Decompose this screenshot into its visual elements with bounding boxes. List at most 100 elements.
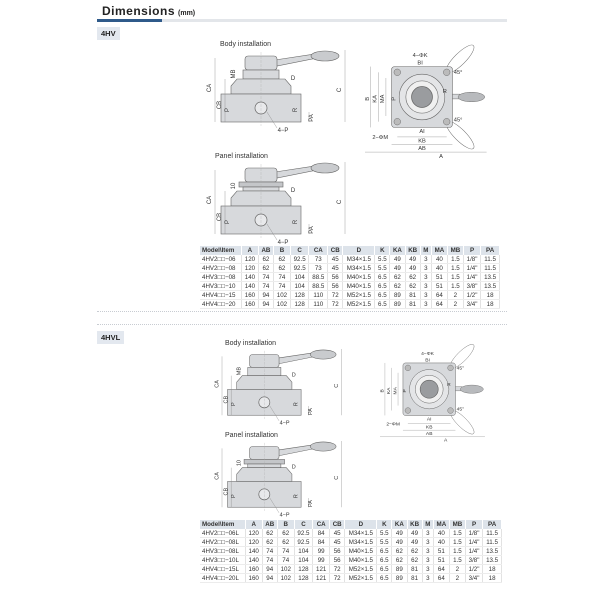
column-header: A (241, 246, 259, 255)
value-cell: 49 (405, 255, 421, 264)
label-r: R (443, 89, 447, 95)
title-underline-accent (97, 19, 162, 22)
value-cell: 74 (262, 555, 278, 565)
value-cell: 120 (245, 537, 263, 547)
value-cell: M40×1.5 (344, 555, 378, 565)
mount-hole-icon (393, 118, 401, 126)
value-cell: 74 (262, 546, 278, 556)
label-p: P (231, 402, 237, 406)
label-bi: BI (417, 61, 423, 67)
value-cell: 72 (327, 299, 344, 309)
label-angle-45: 45° (454, 118, 463, 124)
value-cell: 104 (290, 281, 310, 291)
mount-hole-icon (447, 407, 454, 414)
label-ca: CA (207, 196, 213, 204)
leader-port (266, 223, 278, 241)
value-cell: M34×1.5 (344, 529, 378, 538)
label-c: C (334, 476, 340, 480)
value-cell: 81 (405, 290, 421, 300)
value-cell: 49 (405, 263, 421, 273)
value-cell: 92.5 (290, 255, 310, 264)
column-header: M (420, 246, 432, 255)
value-cell: 104 (294, 555, 314, 565)
label-ten: 10 (236, 460, 242, 466)
value-cell: 140 (245, 546, 263, 556)
value-cell: 102 (277, 564, 295, 574)
label-mb: MB (236, 367, 242, 376)
label-mb: MB (231, 70, 237, 79)
label-port: 4−P (278, 128, 289, 134)
label-ab: AB (418, 146, 426, 152)
model-cell: 4HV4□□−15L (200, 564, 246, 574)
column-header: M (422, 520, 434, 529)
column-header: AB (262, 520, 278, 529)
value-cell: 62 (405, 281, 421, 291)
column-header: KB (407, 520, 423, 529)
value-cell: 74 (277, 546, 295, 556)
value-cell: 140 (241, 281, 259, 291)
column-header: D (344, 520, 378, 529)
column-header: MA (431, 246, 448, 255)
label-ma: MA (380, 94, 386, 103)
value-cell: 6.5 (376, 555, 393, 565)
value-cell: 3 (420, 263, 432, 273)
label-a: A (444, 438, 448, 444)
value-cell: 45 (329, 537, 346, 547)
column-header: Model\Item (200, 246, 243, 255)
label-m: 2−ΦM (372, 135, 388, 141)
label-b: B (365, 97, 371, 101)
value-cell: 11.5 (482, 529, 502, 538)
value-cell: 128 (294, 564, 314, 574)
value-cell: 3 (420, 290, 432, 300)
value-cell: 73 (308, 263, 329, 273)
label-c: C (334, 384, 340, 388)
column-header: KA (391, 520, 408, 529)
column-header: C (290, 246, 310, 255)
value-cell: 88.5 (308, 272, 329, 282)
value-cell: 88.5 (308, 281, 329, 291)
value-cell: 74 (273, 281, 291, 291)
value-cell: 40 (433, 529, 450, 538)
label-r: R (447, 382, 451, 388)
value-cell: 5.5 (376, 529, 393, 538)
value-cell: 89 (391, 573, 408, 583)
column-header: B (273, 246, 291, 255)
value-cell: 99 (312, 546, 331, 556)
value-cell: M40×1.5 (342, 281, 376, 291)
value-cell: 140 (241, 272, 259, 282)
value-cell: 62 (407, 555, 423, 565)
label-ca: CA (214, 380, 220, 388)
value-cell: 45 (329, 529, 346, 538)
model-cell: 4HV3□□−08L (200, 546, 246, 556)
handle-grip (310, 349, 337, 360)
value-cell: 11.5 (482, 537, 502, 547)
column-header: C (294, 520, 314, 529)
value-cell: 49 (389, 255, 406, 264)
label-k: 4−ΦK (421, 351, 435, 357)
column-header: PA (482, 520, 502, 529)
value-cell: 1.5 (447, 281, 464, 291)
label-a: A (439, 154, 443, 160)
value-cell: 3 (422, 555, 434, 565)
value-cell: 160 (245, 564, 263, 574)
value-cell: 18 (480, 299, 500, 309)
value-cell: 13.5 (480, 281, 500, 291)
model-cell: 4HV3□□−10 (200, 281, 243, 291)
value-cell: 120 (245, 529, 263, 538)
value-cell: 120 (241, 255, 259, 264)
value-cell: 62 (277, 537, 295, 547)
label-ai: AI (427, 416, 432, 422)
label-cb: CB (224, 487, 230, 495)
label-ca: CA (214, 472, 220, 480)
value-cell: 40 (431, 255, 448, 264)
value-cell: 3/8" (465, 555, 484, 565)
label-b: B (379, 388, 385, 392)
